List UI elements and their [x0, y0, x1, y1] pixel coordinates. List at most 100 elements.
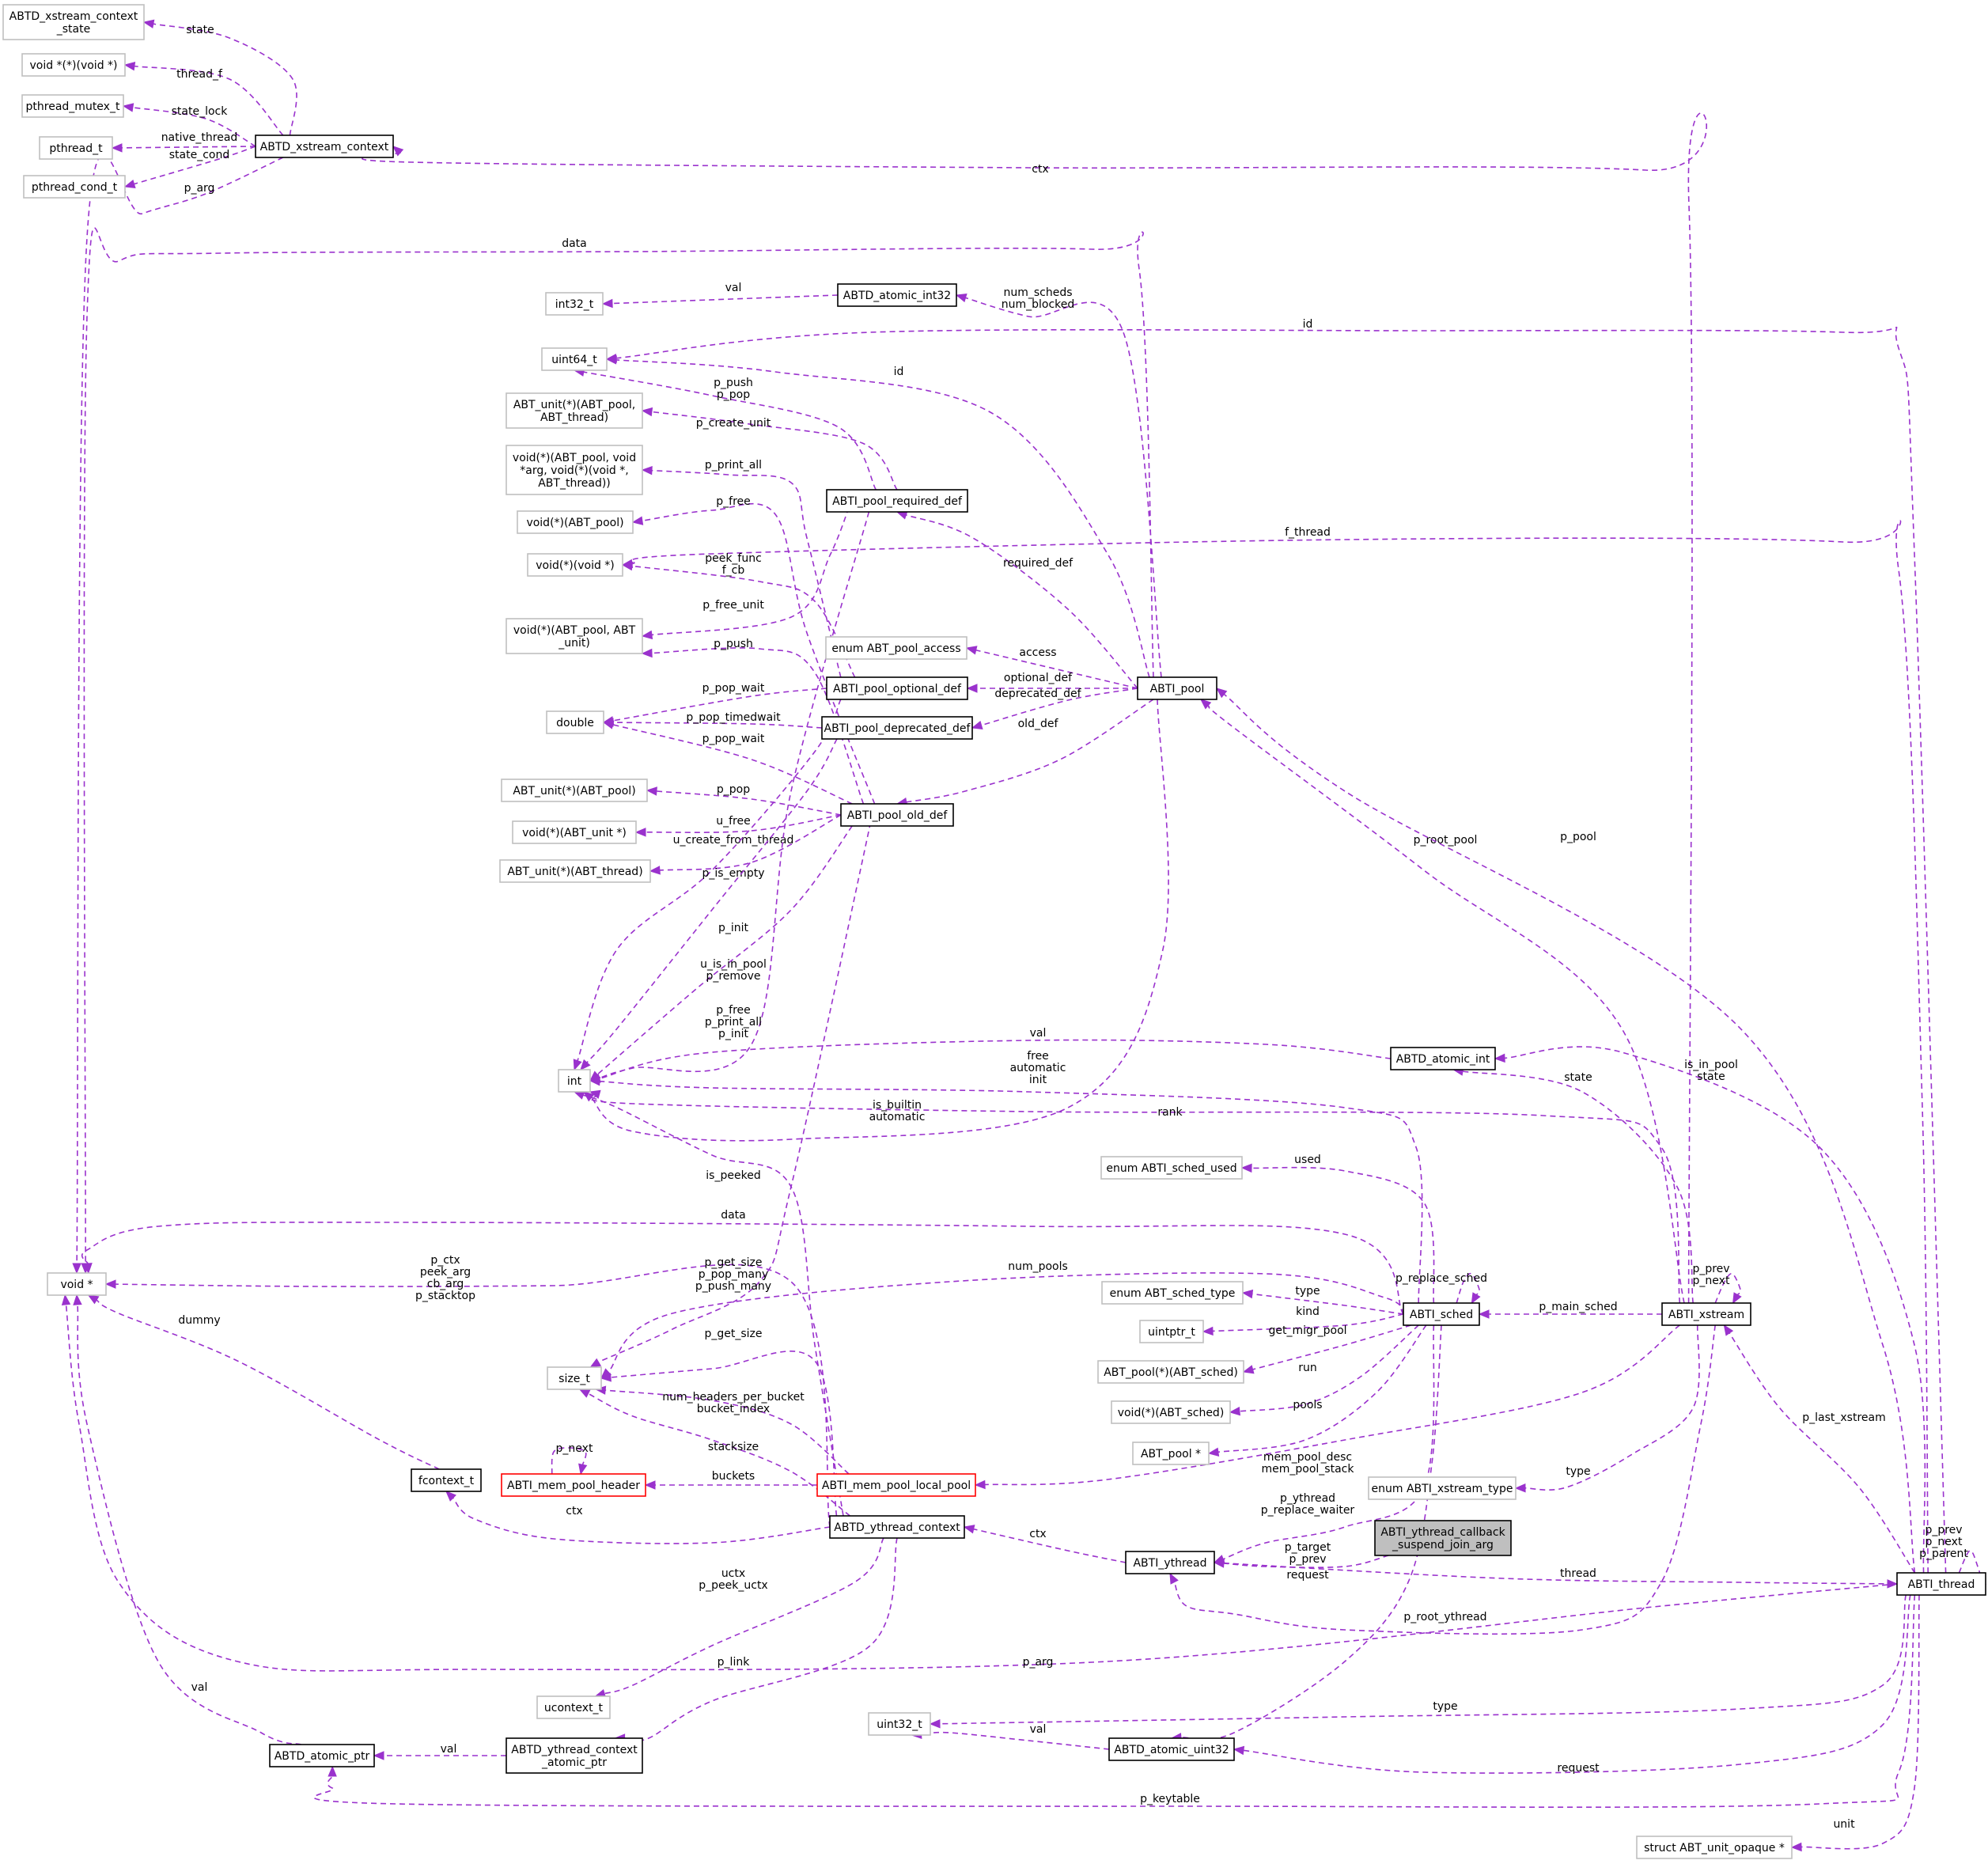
edge-label-line: p_push_many: [695, 1280, 771, 1293]
node-abtd-atomic-int32[interactable]: ABTD_atomic_int32: [837, 283, 957, 307]
edge-line: [631, 565, 856, 678]
edge-line: [65, 1304, 1898, 1672]
edge-label: request: [1286, 1569, 1329, 1582]
node-abti-pool-old-def[interactable]: ABTI_pool_old_def: [840, 803, 954, 827]
edge-label: p_root_ythread: [1403, 1611, 1486, 1623]
node-abti-thread[interactable]: ABTI_thread: [1896, 1572, 1986, 1596]
edge-line: [1251, 1293, 1404, 1315]
edge-label: p_pop_wait: [702, 682, 765, 695]
edge-p-push-old: p_push: [641, 638, 865, 805]
edge-label-line: p_free: [716, 495, 751, 508]
edge-label-line: p_push: [714, 377, 753, 389]
node-abti-mem-pool-local-pool[interactable]: ABTI_mem_pool_local_pool: [816, 1473, 976, 1497]
edge-line: [452, 1497, 831, 1544]
edge-state-lock: state_lock: [122, 103, 256, 147]
edge-label-line: state_lock: [172, 105, 229, 118]
edge-num-pools: num_pools: [600, 1260, 1404, 1379]
edge-arrowhead: [72, 1263, 81, 1275]
node-label: void *(*)(void *): [29, 59, 117, 72]
node-label: ABT_unit(*)(ABT_pool,: [513, 399, 635, 411]
edge-line: [81, 1222, 1404, 1315]
edge-label: required_def: [1003, 557, 1074, 570]
edge-arrowhead: [1215, 688, 1228, 699]
edge-label: p_get_size: [704, 1328, 762, 1340]
node-abtd-atomic-int[interactable]: ABTD_atomic_int: [1390, 1047, 1496, 1070]
node-pthread-cond-t: pthread_cond_t: [23, 175, 126, 199]
edge-p-is-empty: p_is_empty: [573, 699, 842, 1071]
edge-label-line: peek_func: [705, 552, 762, 565]
node-abtd-ythread-context[interactable]: ABTD_ythread_context: [829, 1515, 965, 1539]
node-box: [546, 710, 604, 734]
node-box: [837, 283, 957, 307]
edge-line: [582, 1094, 844, 1517]
node-abti-pool-optional-def[interactable]: ABTI_pool_optional_def: [826, 676, 968, 700]
edge-label: is_peeked: [706, 1169, 760, 1182]
node-abtd-atomic-ptr[interactable]: ABTD_atomic_ptr: [269, 1744, 375, 1767]
node-box: [512, 820, 637, 844]
edge-line: [605, 1389, 850, 1475]
edge-label: used: [1294, 1154, 1321, 1166]
edge-label-line: u_create_from_thread: [673, 834, 794, 847]
node-abti-mem-pool-header[interactable]: ABTI_mem_pool_header: [501, 1473, 646, 1497]
edge-label-line: request: [1286, 1569, 1329, 1582]
edge-arrowhead: [649, 866, 661, 875]
edge-label-line: dummy: [178, 1314, 220, 1327]
node-pthread-t: pthread_t: [39, 136, 113, 160]
node-label: *arg, void(*)(void *,: [520, 464, 628, 477]
node-abti-ythread[interactable]: ABTI_ythread: [1125, 1551, 1215, 1574]
node-label: ABT_unit(*)(ABT_thread): [507, 866, 642, 878]
edge-rank: rank: [589, 1089, 1681, 1304]
edge-line: [608, 1272, 1404, 1373]
node-box: [868, 1712, 931, 1736]
node-box: [501, 1473, 646, 1497]
edge-line: [612, 294, 839, 305]
edge-label: type: [1295, 1285, 1320, 1298]
edge-label-line: deprecated_def: [994, 688, 1081, 700]
node-fcontext-t[interactable]: fcontext_t: [411, 1468, 482, 1492]
edge-label: p_init: [718, 922, 749, 934]
node-abti-ythread-callback[interactable]: ABTI_ythread_callback_suspend_join_arg: [1374, 1520, 1512, 1556]
node-abti-sched[interactable]: ABTI_sched: [1403, 1302, 1480, 1326]
node-abti-pool[interactable]: ABTI_pool: [1137, 676, 1217, 700]
edge-arrowhead: [1790, 1842, 1802, 1852]
node-label: ABTD_atomic_ptr: [275, 1750, 370, 1763]
node-box: [1097, 1360, 1244, 1384]
node-label: int32_t: [555, 298, 594, 311]
node-abti-pool-required-def[interactable]: ABTI_pool_required_def: [826, 489, 968, 513]
edge-label: request: [1557, 1762, 1600, 1775]
node-abtd-xstream-context[interactable]: ABTD_xstream_context: [255, 134, 394, 158]
node-abti-pool-deprecated-def[interactable]: ABTI_pool_deprecated_def: [821, 716, 973, 740]
node-size-t: size_t: [547, 1366, 602, 1390]
edge-line: [630, 520, 1929, 1574]
edge-arrowhead: [644, 1480, 656, 1490]
node-abtd-ythread-context-atomic-ptr[interactable]: ABTD_ythread_context_atomic_ptr: [506, 1737, 643, 1774]
edge-deprecated-def: deprecated_def: [971, 688, 1138, 730]
edge-label: state_lock: [172, 105, 229, 118]
edge-p-print-all: p_print_all: [641, 459, 842, 678]
edge-label-line: automatic: [1010, 1062, 1066, 1074]
edge-line: [975, 649, 1138, 689]
node-box: [829, 1515, 965, 1539]
edge-label-line: state_cond: [169, 149, 230, 161]
edge-label-line: type: [1295, 1285, 1320, 1298]
edge-label: run: [1298, 1362, 1317, 1374]
node-label: ABTD_atomic_int32: [843, 290, 951, 302]
node-label: enum ABT_pool_access: [831, 642, 960, 655]
node-label: ABTD_xstream_context: [9, 10, 138, 23]
edge-line: [596, 825, 853, 1075]
edge-type-thread: type: [929, 1594, 1907, 1729]
edge-line: [659, 814, 842, 871]
node-box: [547, 1366, 602, 1390]
edge-label: data: [562, 237, 587, 250]
edge-label: id: [1303, 318, 1313, 331]
node-abti-xstream[interactable]: ABTI_xstream: [1661, 1302, 1751, 1326]
edge-p-init: p_init: [580, 738, 838, 1070]
node-box: [1137, 676, 1217, 700]
edge-label-line: p_print_all: [705, 1016, 762, 1029]
node-abtd-atomic-uint32[interactable]: ABTD_atomic_uint32: [1108, 1737, 1235, 1761]
